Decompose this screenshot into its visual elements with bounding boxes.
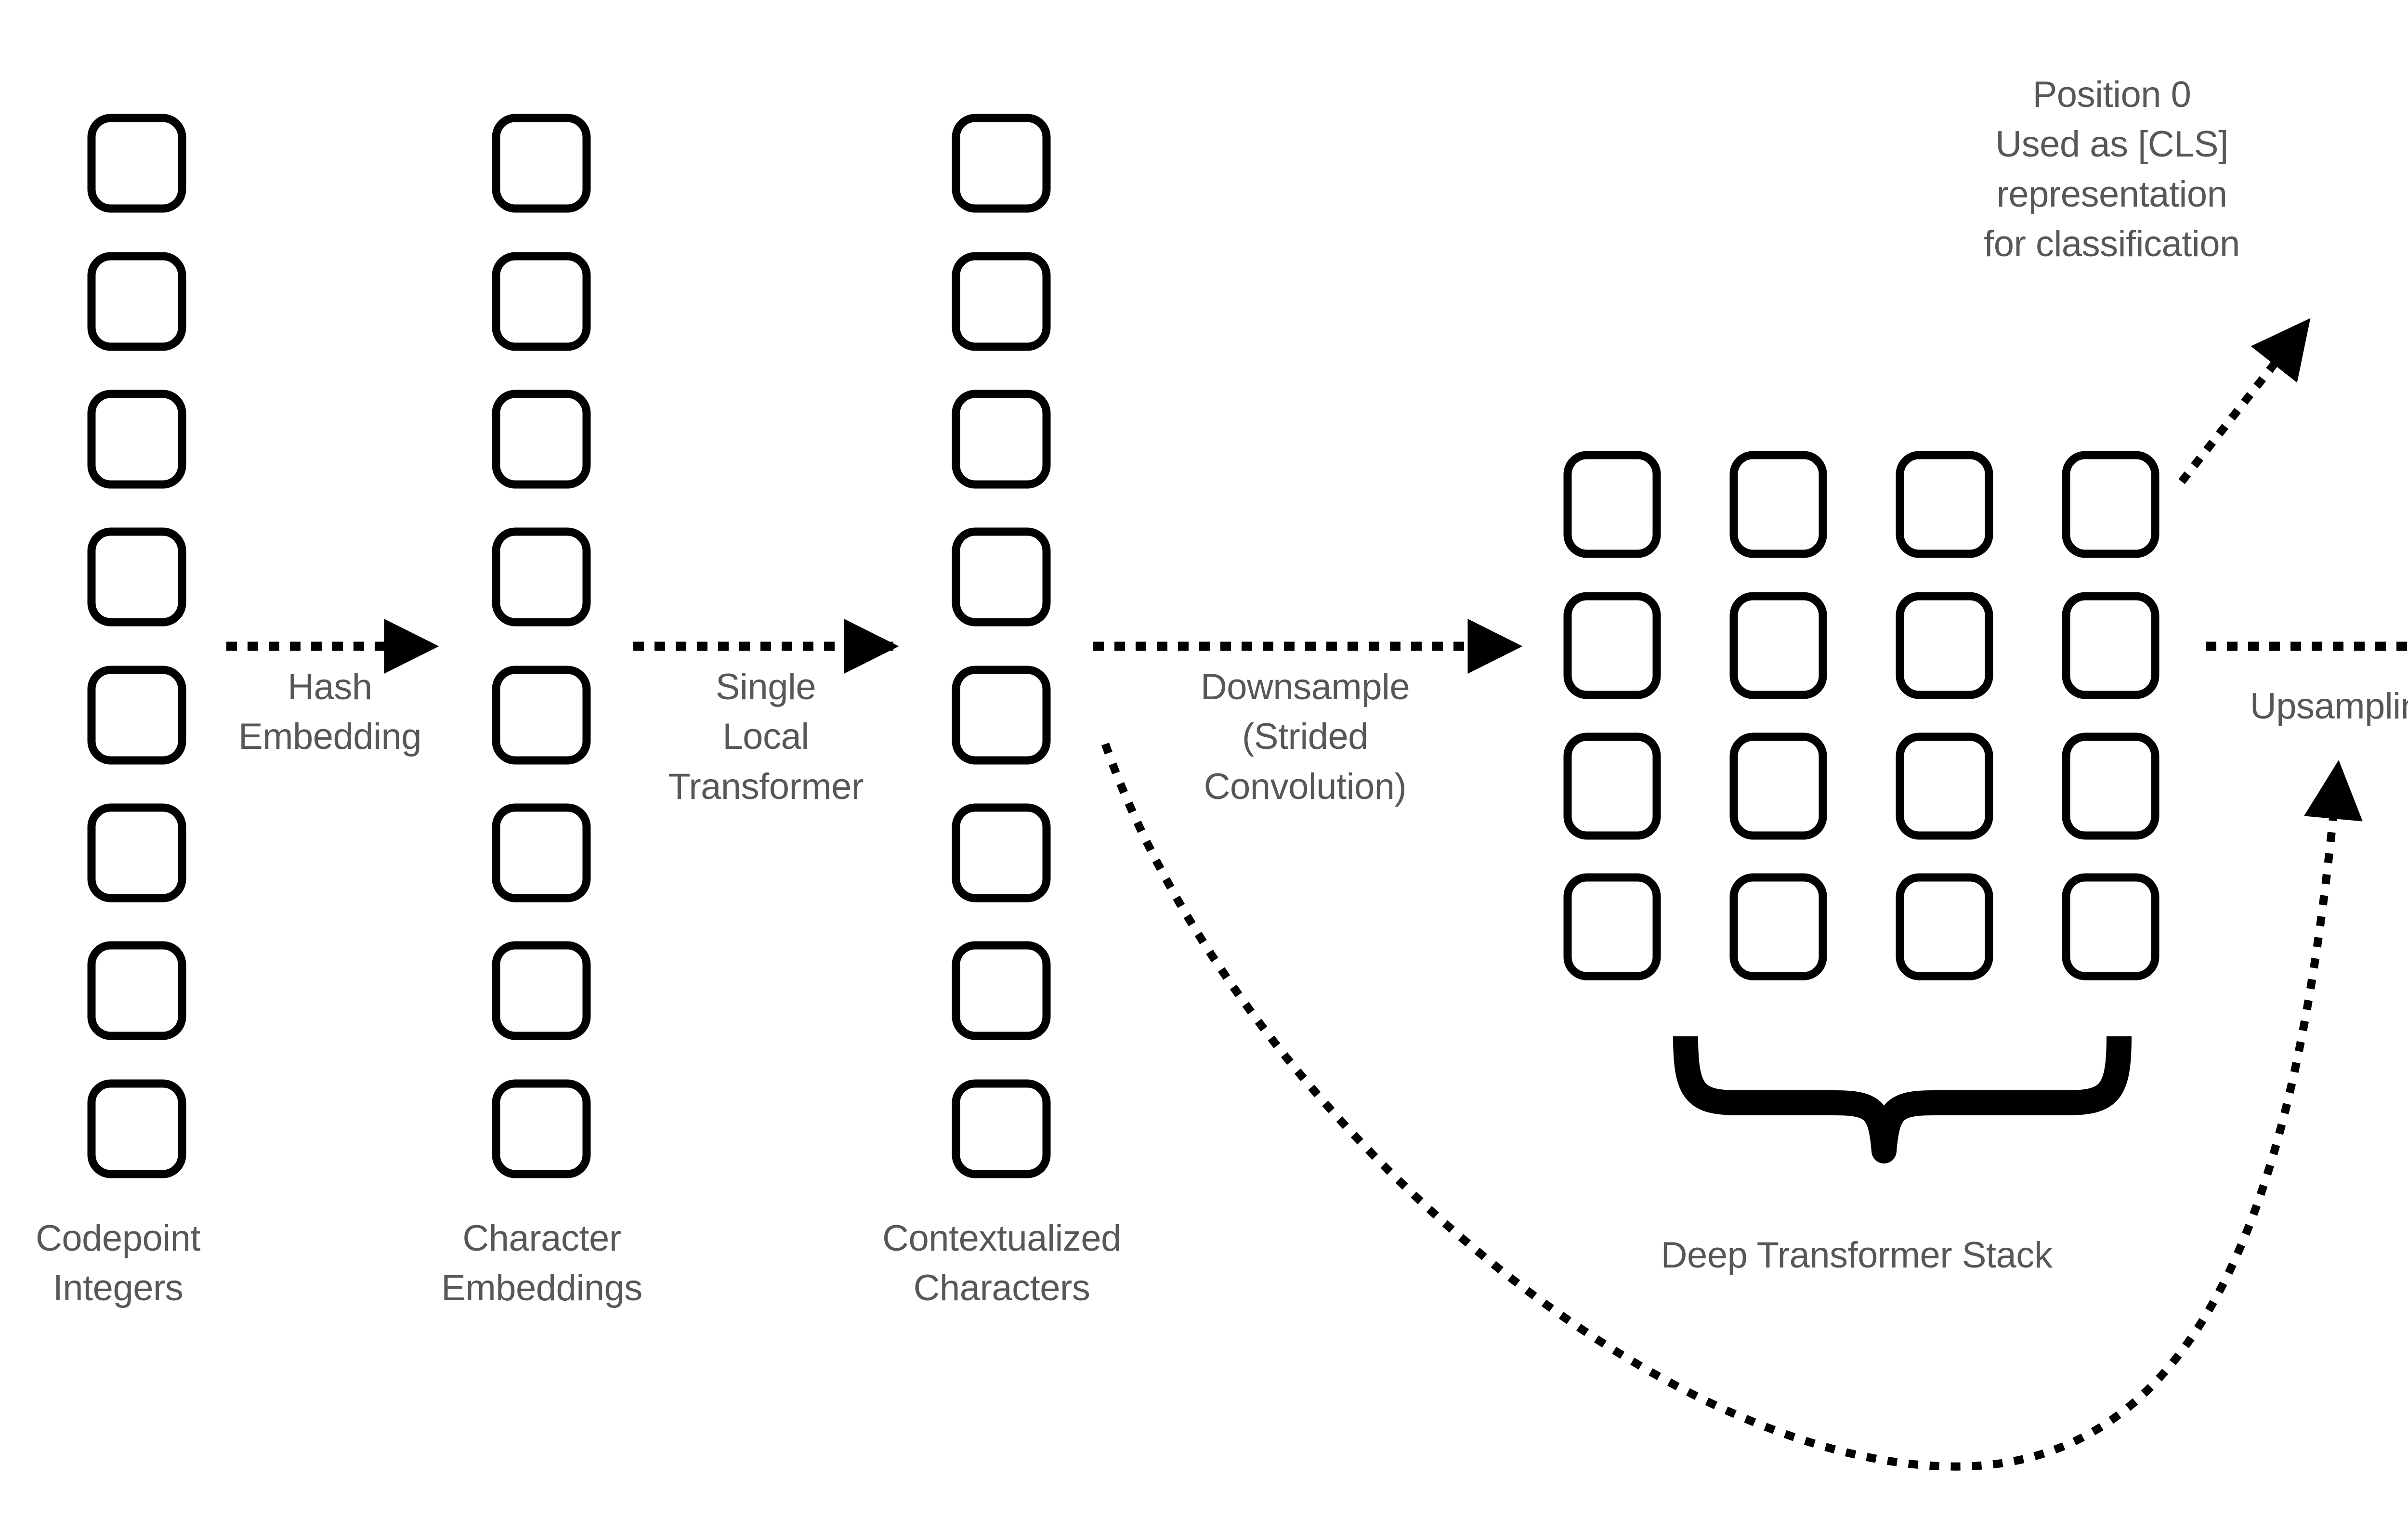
transformer-stack-label: Deep Transformer Stack bbox=[1661, 1235, 2053, 1276]
arrow-label-single-local-transformer: Single Local Transformer bbox=[668, 666, 864, 807]
arrow-label-hash-embedding: Hash Embedding bbox=[238, 666, 422, 758]
arrow-cls-callout bbox=[2178, 318, 2311, 484]
curly-brace bbox=[1673, 1036, 2132, 1163]
arrow-residual-skip-connection bbox=[1101, 743, 2363, 1471]
column-label-contextualized-characters: Contextualized Characters bbox=[882, 1218, 1121, 1309]
column-label-codepoint-integers: Codepoint Integers bbox=[36, 1218, 201, 1309]
column-label-character-embeddings: Character Embeddings bbox=[441, 1218, 642, 1309]
transformer-stack-grid bbox=[1563, 451, 2159, 980]
arrow-label-upsampling: Upsampling bbox=[2250, 686, 2408, 727]
column-boxes-contextualized-characters bbox=[952, 114, 1051, 1178]
column-boxes-character-embeddings bbox=[492, 114, 591, 1178]
annotation-cls-position: Position 0 Used as [CLS] representation … bbox=[1984, 74, 2240, 265]
arrow-label-downsample: Downsample (Strided Convolution) bbox=[1200, 666, 1410, 807]
column-boxes-codepoint-integers bbox=[87, 114, 186, 1178]
